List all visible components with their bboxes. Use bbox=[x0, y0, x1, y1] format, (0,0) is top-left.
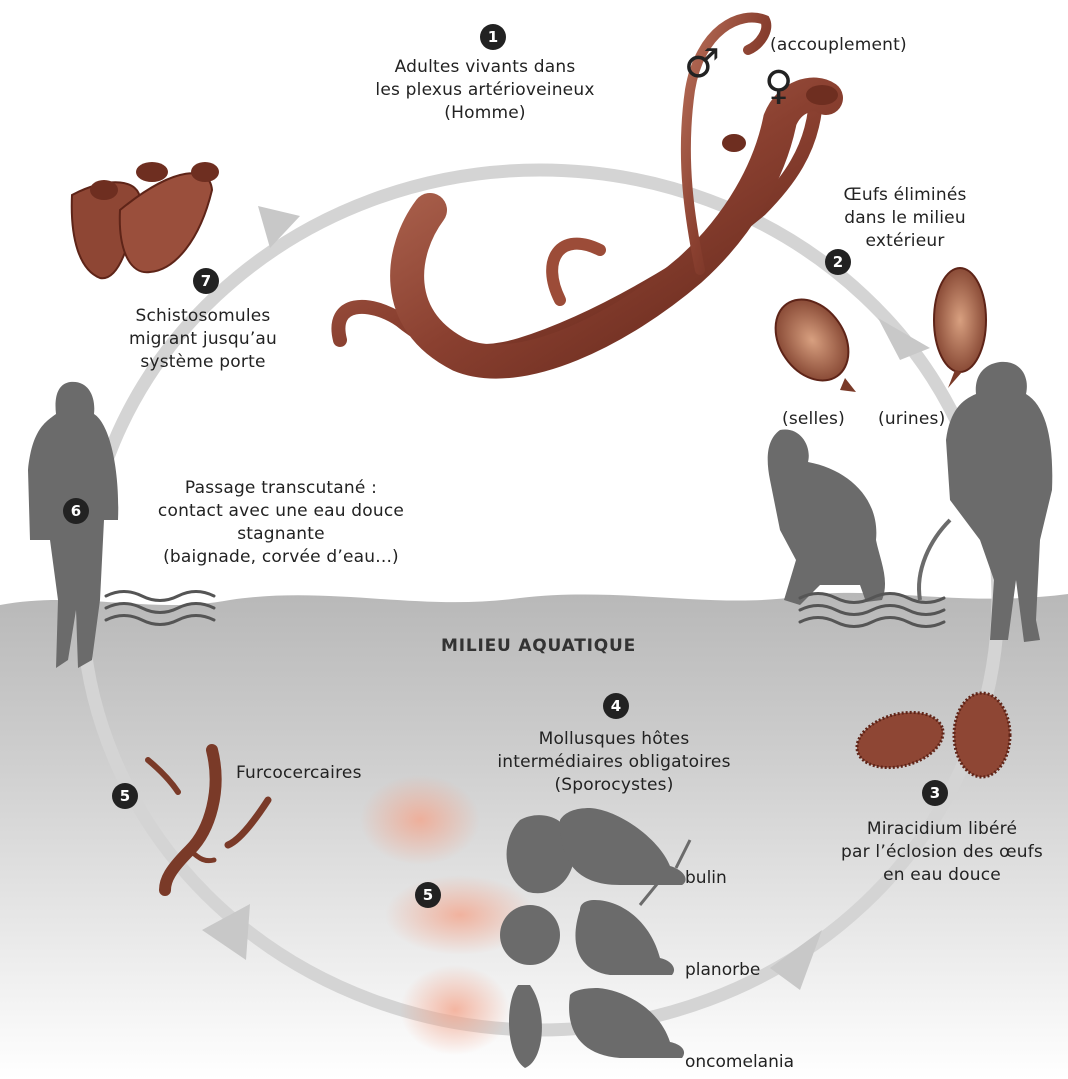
female-symbol: ♀ bbox=[764, 63, 794, 109]
adult-worm-pair bbox=[331, 12, 843, 379]
step-6-badge: 6 bbox=[63, 498, 89, 524]
urine-label: (urines) bbox=[878, 409, 946, 429]
step-7-badge: 7 bbox=[193, 268, 219, 294]
cycle-arrowhead bbox=[258, 206, 300, 248]
step-5-label: Furcocercaires bbox=[236, 763, 362, 783]
step-7-label: Schistosomules migrant jusqu’au système … bbox=[128, 306, 278, 372]
snail-label-bulin: bulin bbox=[685, 868, 727, 888]
stool-label: (selles) bbox=[782, 409, 845, 429]
miracidia bbox=[855, 691, 1012, 779]
step-3-label: Miracidium libéré par l’éclosion des œuf… bbox=[841, 819, 1043, 885]
step-3-badge: 3 bbox=[922, 780, 948, 806]
snail-silhouettes bbox=[500, 808, 692, 1068]
step-1-badge: 1 bbox=[480, 24, 506, 50]
step-5-badge: 5 bbox=[112, 783, 138, 809]
step-5-badge-snails: 5 bbox=[415, 882, 441, 908]
snail-label-oncomelania: oncomelania bbox=[685, 1052, 794, 1072]
cycle-arrowhead bbox=[770, 930, 822, 990]
wave-marks bbox=[104, 590, 946, 628]
milieu-aquatique-label: MILIEU AQUATIQUE bbox=[441, 636, 637, 656]
step-4-badge: 4 bbox=[603, 693, 629, 719]
cycle-arrowhead bbox=[878, 318, 930, 360]
furcocercariae bbox=[145, 744, 272, 896]
step-6-label: Passage transcutané : contact avec une e… bbox=[157, 478, 405, 567]
step-1-label: Adultes vivants dans les plexus artériov… bbox=[375, 57, 595, 123]
schistosomules bbox=[70, 162, 219, 280]
step-2-badge: 2 bbox=[825, 249, 851, 275]
cycle-arrowhead bbox=[202, 904, 250, 960]
step-2-label: Œufs éliminés dans le milieu extérieur bbox=[843, 185, 967, 251]
human-silhouettes bbox=[28, 361, 1053, 668]
male-symbol: ♂ bbox=[684, 41, 721, 87]
mating-label: (accouplement) bbox=[770, 35, 907, 55]
step-4-label: Mollusques hôtes intermédiaires obligato… bbox=[497, 729, 731, 795]
eggs bbox=[774, 267, 987, 392]
snail-label-planorbe: planorbe bbox=[685, 960, 761, 980]
